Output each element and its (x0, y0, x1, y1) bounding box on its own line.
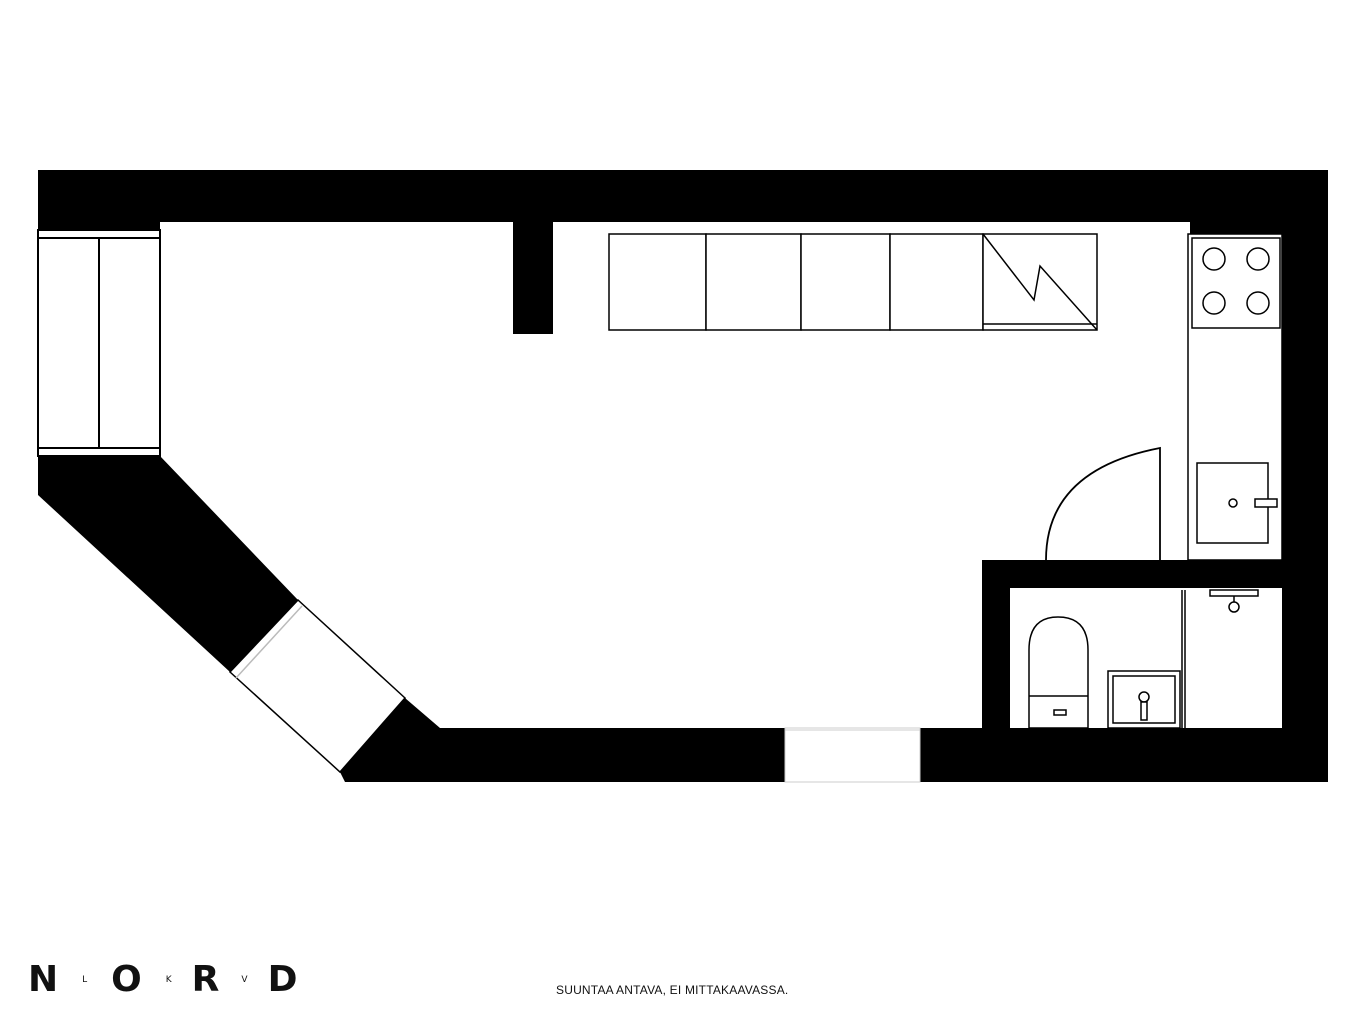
bathroom-wall-top-left (982, 560, 1046, 588)
shower-fixture (1209, 589, 1259, 597)
walls (38, 170, 1328, 782)
bathroom-wall-bottom (920, 728, 1328, 782)
logo-letter-l: L (82, 974, 88, 985)
kitchen-sink (1196, 462, 1278, 544)
logo-letter-k: K (165, 974, 172, 985)
toilet (1028, 616, 1089, 729)
disclaimer-text: SUUNTAA ANTAVA, EI MITTAKAAVASSA. (556, 983, 789, 997)
logo-letter-r: R (191, 959, 220, 1000)
nord-lkv-logo: N L O K R V D (28, 958, 297, 1002)
logo-letter-o: O (111, 959, 142, 1000)
bathroom-door (1045, 446, 1161, 588)
bathroom-wall-right (1282, 170, 1328, 782)
bathroom-wall-top-right (1160, 560, 1282, 588)
left-window (37, 229, 161, 457)
logo-letter-n: N (28, 959, 59, 1000)
stove (1191, 237, 1281, 329)
entrance-opening (784, 727, 921, 783)
logo-letter-v: V (241, 974, 248, 985)
bathroom (1010, 588, 1282, 729)
wardrobe (608, 233, 1098, 331)
diagonal-window (228, 598, 407, 774)
logo-letter-d: D (267, 959, 298, 1000)
